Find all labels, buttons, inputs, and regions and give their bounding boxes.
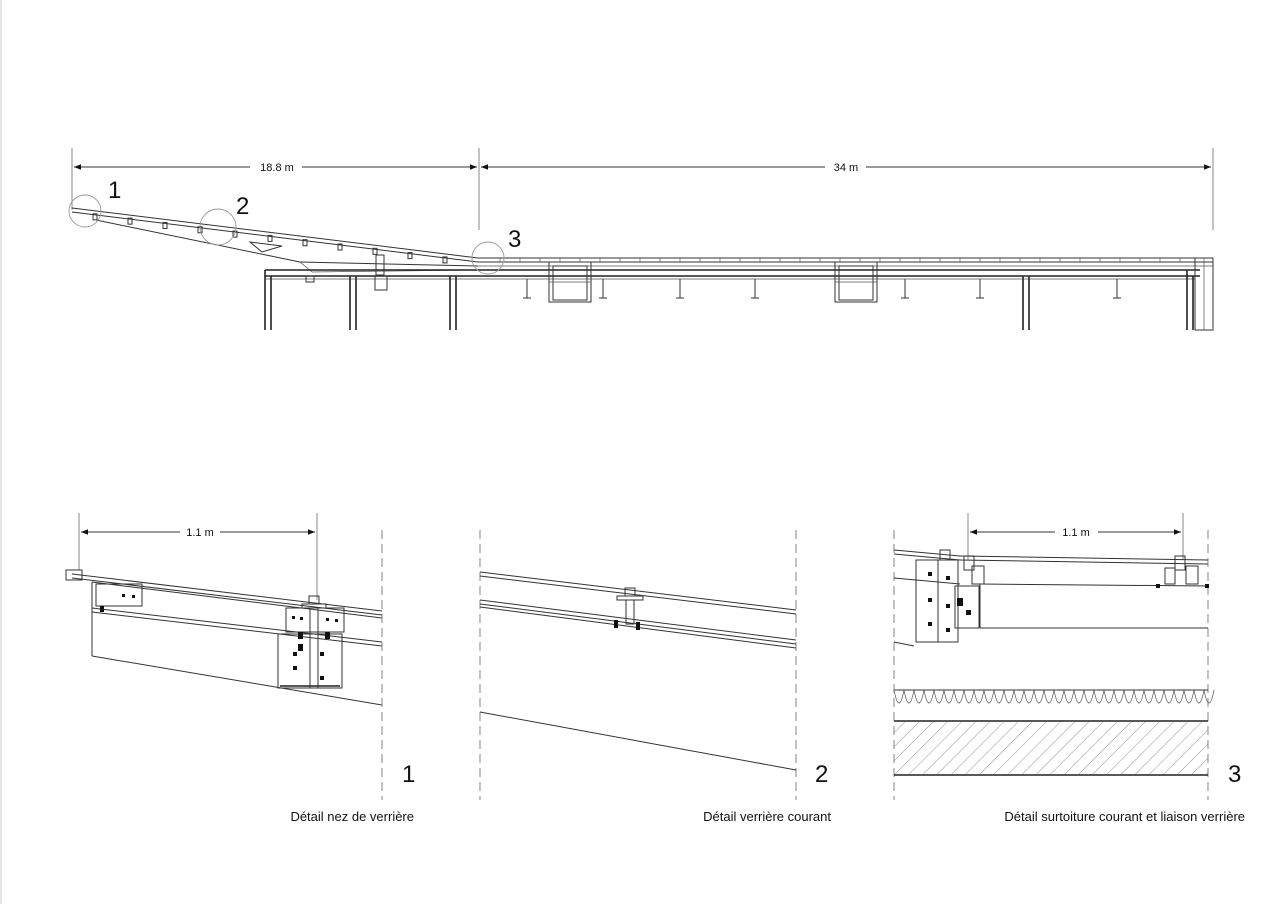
insulation-layer (893, 689, 1215, 704)
detail-1-panel: 1.1 m 1 Détail nez de ver (65, 513, 415, 824)
detail-2-panel: 2 Détail verrière courant (479, 530, 831, 824)
callout-1: 1 (108, 177, 121, 204)
callout-3: 3 (508, 226, 521, 253)
section-dimension-chain: 18.8 m 34 m (71, 148, 1214, 230)
callout-2: 2 (236, 193, 249, 220)
detail-1-caption: Détail nez de verrière (290, 809, 414, 824)
flat-roof (265, 257, 1214, 331)
detail-3-panel: 1.1 m (893, 513, 1245, 824)
detail-2-number: 2 (815, 761, 828, 788)
detail-callouts: 1 2 3 (68, 177, 521, 275)
detail-3-dimension: 1.1 m (1062, 527, 1090, 539)
section-columns (264, 270, 1194, 330)
roof-hangers (499, 258, 1181, 299)
detail-1-number: 1 (402, 761, 415, 788)
detail-2-caption: Détail verrière courant (703, 809, 831, 824)
glazing-purlins (92, 213, 448, 264)
detail-3-number: 3 (1228, 761, 1241, 788)
section-dimension-left: 18.8 m (260, 162, 294, 174)
building-section: 18.8 m 34 m (68, 148, 1214, 331)
section-dimension-right: 34 m (834, 162, 858, 174)
sloped-glazing (71, 207, 479, 276)
detail-1-dimension: 1.1 m (186, 527, 214, 539)
detail-3-caption: Détail surtoiture courant et liaison ver… (1004, 809, 1245, 824)
